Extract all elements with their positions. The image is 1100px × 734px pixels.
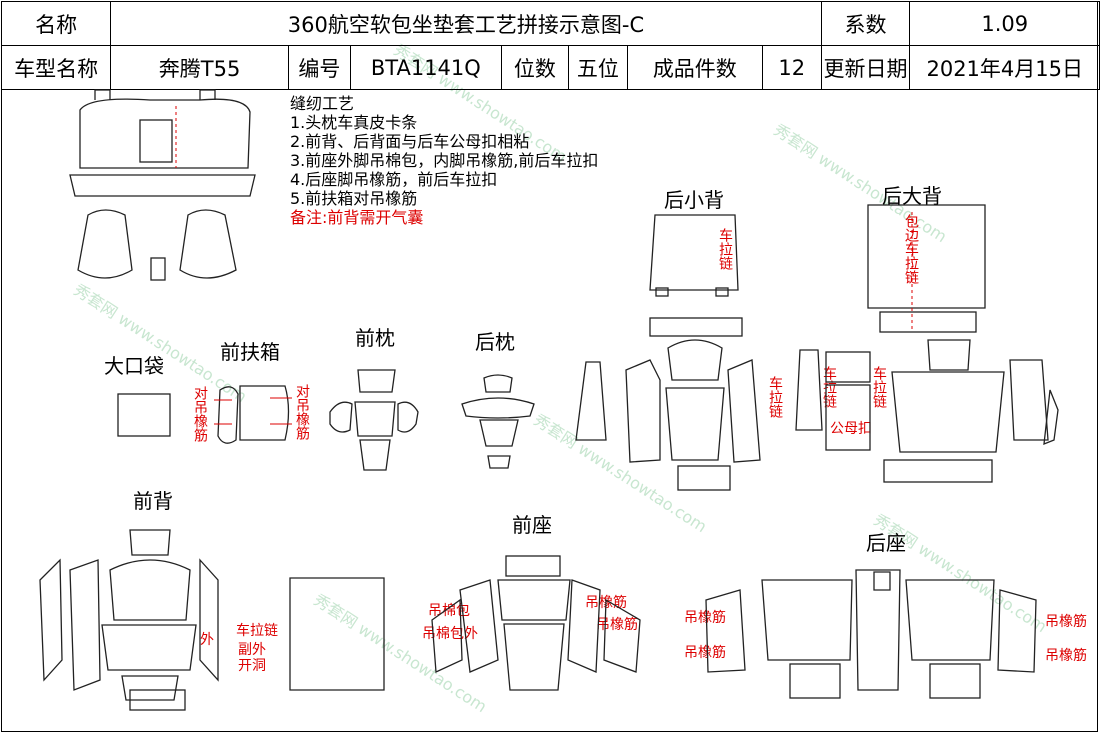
anno-elastic: 吊橡筋 xyxy=(684,645,726,661)
big-pocket-pattern xyxy=(117,393,171,437)
label-rear-small-back: 后小背 xyxy=(664,188,724,212)
anno-edge-zip: 包边车拉链 xyxy=(903,214,919,284)
note-remark: 备注:前背需开气囊 xyxy=(290,208,424,227)
anno-outer: 外 xyxy=(200,632,214,648)
anno-elastic: 吊橡筋 xyxy=(1045,614,1087,630)
rear-headrest-pattern xyxy=(461,374,535,469)
anno-zip: 车拉链 xyxy=(871,366,887,408)
code-value: BTA1141Q xyxy=(349,45,502,90)
label-front-armrest: 前扶箱 xyxy=(220,340,280,364)
name-label: 名称 xyxy=(0,1,112,46)
date-value: 2021年4月15日 xyxy=(909,45,1100,90)
note-item: 5.前扶箱对吊橡筋 xyxy=(290,189,418,208)
anno-zip-horizontal: 车拉链 xyxy=(236,623,278,639)
zip-lines xyxy=(175,106,913,330)
front-seat-overview xyxy=(77,209,237,281)
anno-open-hole: 开洞 xyxy=(238,658,266,674)
pieces-label: 成品件数 xyxy=(626,45,763,90)
label-front-headrest: 前枕 xyxy=(355,326,395,350)
front-seat-pattern xyxy=(431,555,641,691)
coef-label: 系数 xyxy=(820,1,911,46)
rear-big-back-pattern xyxy=(867,204,986,333)
pieces-value: 12 xyxy=(761,45,822,90)
anno-cotton-bag-outer: 吊棉包外 xyxy=(422,626,478,642)
model-value: 奔腾T55 xyxy=(110,45,289,90)
anno-sub-outer: 副外 xyxy=(238,642,266,658)
front-headrest-pattern xyxy=(329,369,419,471)
note-item: 3.前座外脚吊棉包，内脚吊橡筋,前后车拉扣 xyxy=(290,151,599,170)
anno-hang-elastic: 对吊橡筋 xyxy=(294,384,310,440)
seats-value: 五位 xyxy=(568,45,628,90)
label-rear-headrest: 后枕 xyxy=(475,330,515,354)
rear-back-panels xyxy=(575,339,1059,491)
label-rear-big-back: 后大背 xyxy=(882,184,942,208)
anno-snap: 公母扣 xyxy=(830,421,872,437)
anno-elastic: 吊橡筋 xyxy=(1045,648,1087,664)
rear-seat-overview xyxy=(69,89,256,197)
label-big-pocket: 大口袋 xyxy=(104,354,164,378)
note-item: 2.前背、后背面与后车公母扣相粘 xyxy=(290,132,530,151)
anno-zip: 车拉链 xyxy=(821,366,837,408)
anno-zip: 车拉链 xyxy=(717,228,733,270)
date-label: 更新日期 xyxy=(820,45,911,90)
rear-small-back-pattern xyxy=(649,214,743,337)
code-label: 编号 xyxy=(287,45,351,90)
anno-zip: 车拉链 xyxy=(767,376,783,418)
label-rear-seat: 后座 xyxy=(866,531,906,555)
anno-elastic: 吊橡筋 xyxy=(684,610,726,626)
header-table: 名称 360航空软包坐垫套工艺拼接示意图-C 系数 1.09 车型名称 奔腾T5… xyxy=(0,1,1100,90)
model-label: 车型名称 xyxy=(0,45,112,90)
anno-elastic: 吊橡筋 xyxy=(596,617,638,633)
page-title: 360航空软包坐垫套工艺拼接示意图-C xyxy=(110,1,822,46)
label-front-back: 前背 xyxy=(133,489,173,513)
notes-title: 缝纫工艺 xyxy=(290,94,355,113)
label-front-seat: 前座 xyxy=(512,513,552,537)
seats-label: 位数 xyxy=(500,45,570,90)
anno-hang-elastic: 对吊橡筋 xyxy=(192,386,208,442)
note-item: 1.头枕车真皮卡条 xyxy=(290,113,418,132)
front-armrest-pattern xyxy=(217,385,290,444)
armrest-arrows xyxy=(214,397,292,425)
front-back-pattern xyxy=(39,529,385,711)
sewing-notes: 缝纫工艺 1.头枕车真皮卡条 2.前背、后背面与后车公母扣相粘 3.前座外脚吊棉… xyxy=(290,94,598,227)
rear-seat-pattern xyxy=(705,569,1037,699)
note-item: 4.后座脚吊橡筋，前后车拉扣 xyxy=(290,170,498,189)
